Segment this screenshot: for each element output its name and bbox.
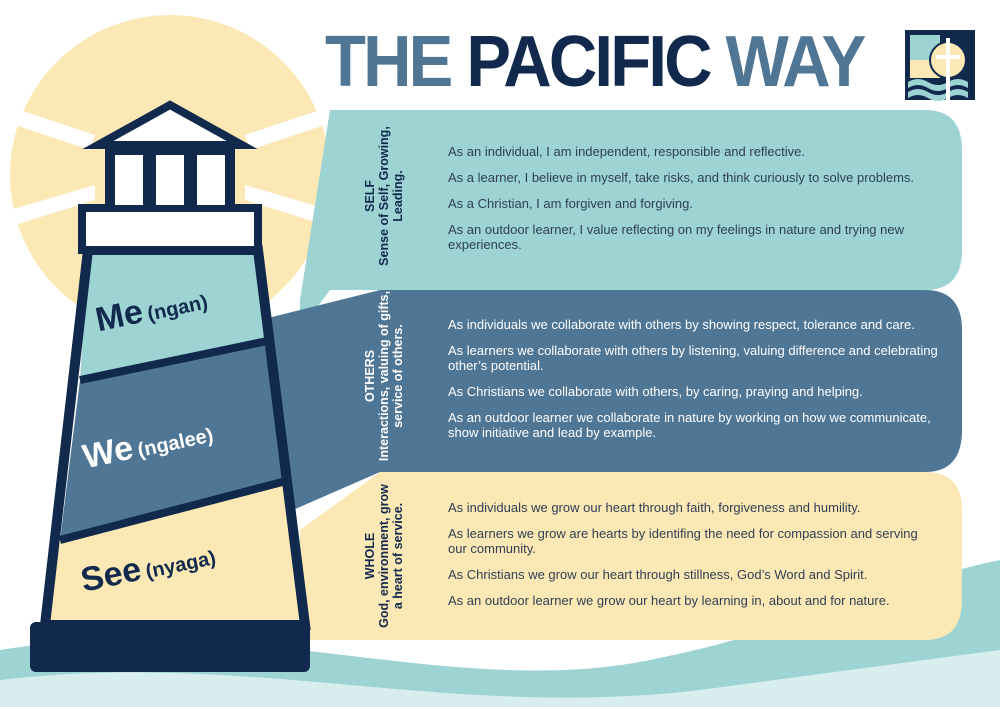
section-subtitle: Interactions, valuing of gifts, service … [377, 290, 405, 462]
list-item: As learners we collaborate with others b… [448, 343, 938, 373]
others-items: As individuals we collaborate with other… [448, 317, 938, 451]
self-items: As an individual, I am independent, resp… [448, 144, 938, 263]
list-item: As an individual, I am independent, resp… [448, 144, 805, 159]
school-crest-logo [905, 30, 975, 103]
section-heading: WHOLE [363, 532, 377, 580]
lighthouse [30, 100, 311, 672]
section-heading: SELF [363, 180, 377, 212]
whole-panel [300, 472, 962, 640]
section-heading: OTHERS [363, 349, 377, 403]
list-item: As individuals we collaborate with other… [448, 317, 915, 332]
light-rays [10, 110, 330, 225]
whole-items: As individuals we grow our heart through… [448, 500, 938, 619]
list-item: As an outdoor learner, I value reflectin… [448, 222, 904, 252]
list-item: As a learner, I believe in myself, take … [448, 170, 915, 185]
list-item: As learners we grow are hearts by identi… [448, 526, 918, 556]
section-subtitle: God, environment, grow a heart of servic… [377, 484, 405, 628]
title-pacific: PACIFIC [466, 22, 712, 102]
list-item: As a Christian, I am forgiven and forgiv… [448, 196, 693, 211]
self-panel [300, 110, 962, 330]
list-item: As Christians we collaborate with others… [448, 384, 863, 399]
others-panel [260, 290, 962, 520]
section-subtitle: Sense of Self, Growing, Leading. [377, 126, 405, 266]
page-title: THE PACIFIC WAY [325, 22, 867, 102]
list-item: As individuals we grow our heart through… [448, 500, 861, 515]
title-the: THE [325, 22, 453, 102]
list-item: As an outdoor learner we collaborate in … [448, 410, 931, 440]
list-item: As Christians we grow our heart through … [448, 567, 868, 582]
title-way: WAY [725, 22, 867, 102]
list-item: As an outdoor learner we grow our heart … [448, 593, 890, 608]
